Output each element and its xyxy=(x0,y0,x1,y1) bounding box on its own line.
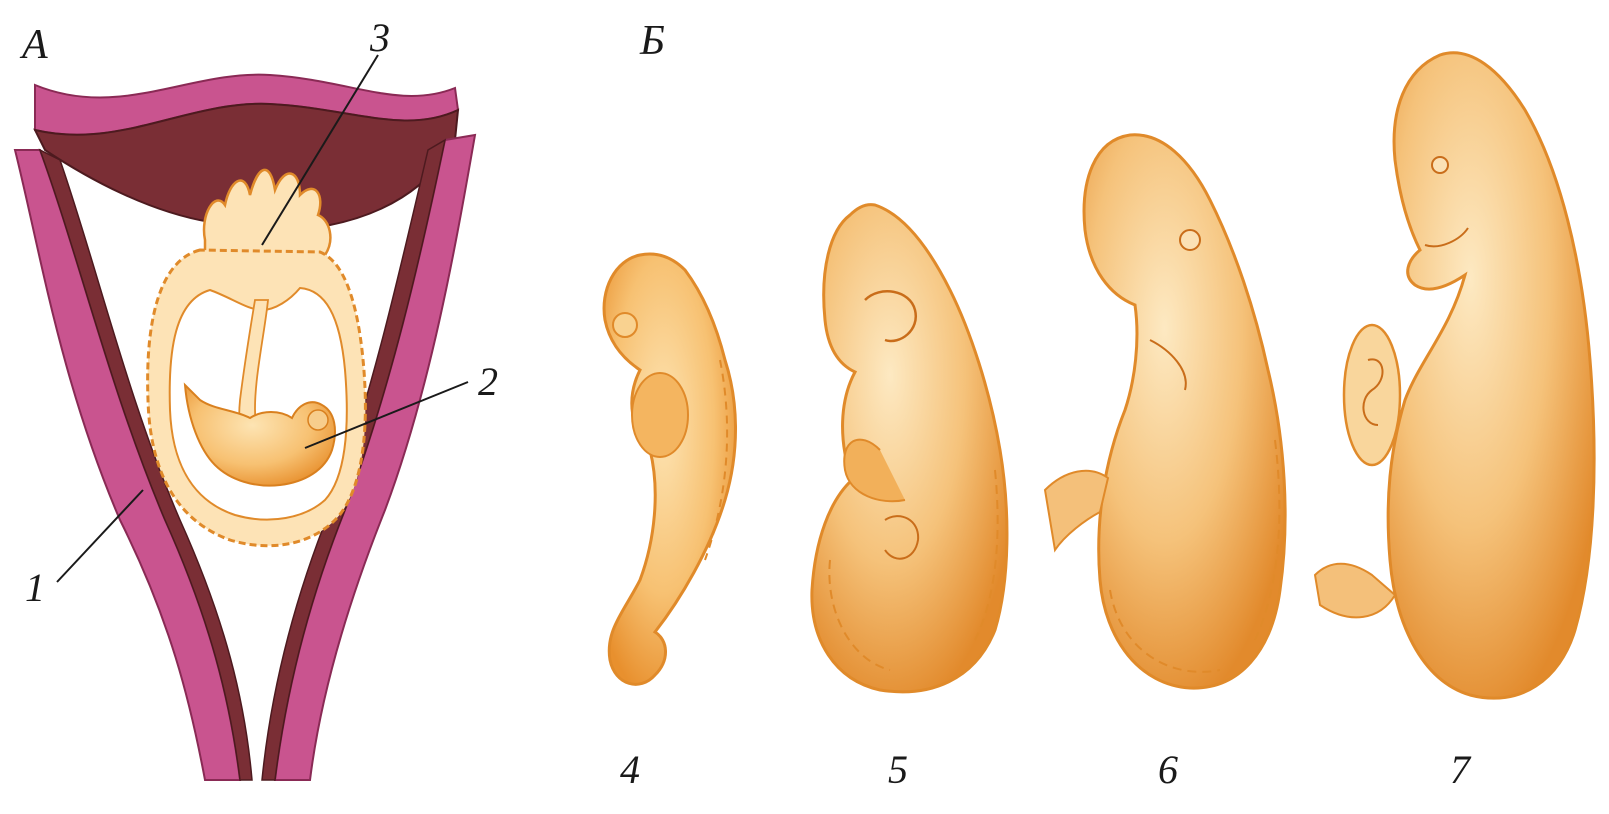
callout-1-label: 1 xyxy=(25,568,45,608)
panel-a-label: А xyxy=(22,24,48,66)
callout-3-label: 3 xyxy=(370,18,390,58)
panel-b-label: Б xyxy=(640,20,665,62)
callout-2-label: 2 xyxy=(478,362,498,402)
embryo-stage-6 xyxy=(1045,135,1285,688)
stage-7-label: 7 xyxy=(1450,750,1470,790)
uterus-illustration xyxy=(15,55,475,780)
embryo-stage-4 xyxy=(604,254,735,684)
stage-4-label: 4 xyxy=(620,750,640,790)
stage-5-label: 5 xyxy=(888,750,908,790)
embryo-stage-5 xyxy=(812,205,1007,692)
embryo-stage-7 xyxy=(1315,53,1594,698)
stage-6-label: 6 xyxy=(1158,750,1178,790)
